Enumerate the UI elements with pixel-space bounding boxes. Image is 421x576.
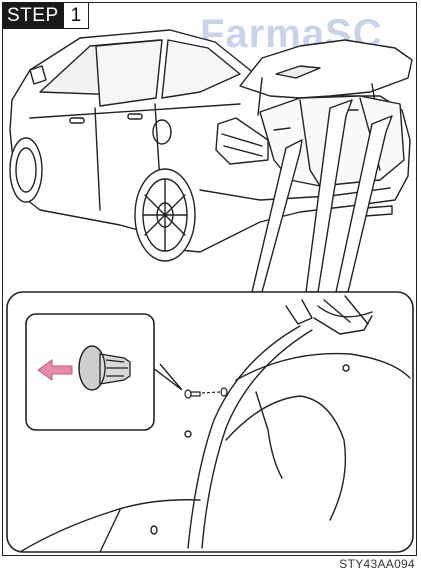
detail-panel [7, 292, 413, 552]
step-label: STEP [2, 2, 64, 29]
step-number: 1 [64, 2, 90, 29]
reference-code: STY43AA094 [339, 557, 415, 571]
step-badge: STEP 1 [2, 2, 89, 29]
